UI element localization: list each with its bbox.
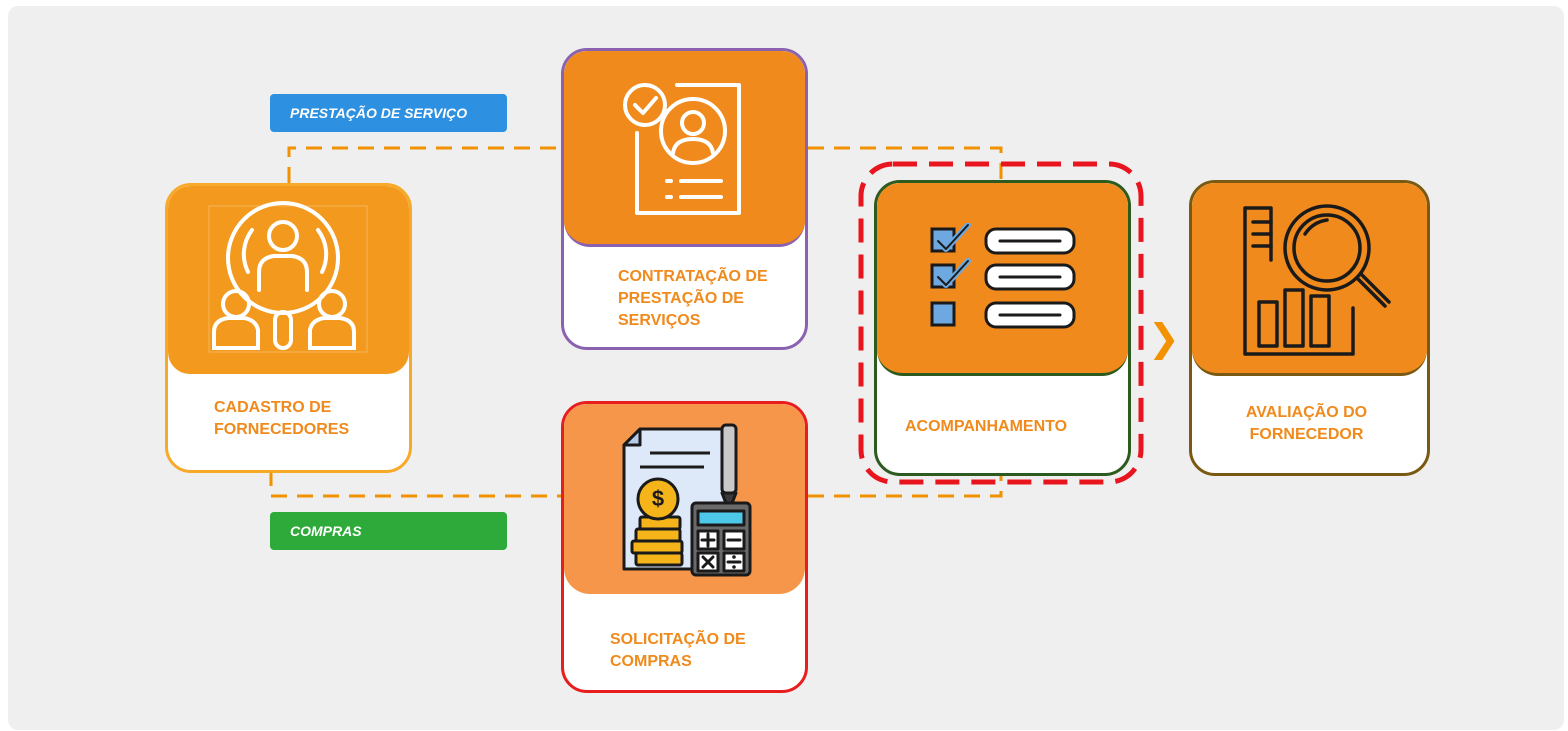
svg-text:$: $: [651, 486, 663, 511]
avaliacao-card[interactable]: AVALIAÇÃO DO FORNECEDOR: [1189, 180, 1430, 476]
acompanhamento-label: ACOMPANHAMENTO: [905, 418, 1068, 435]
purchase-to-acompanhamento-connector: [808, 468, 1003, 498]
service-tag: PRESTAÇÃO DE SERVIÇO: [270, 94, 507, 132]
acompanhamento-highlight-frame: [858, 161, 1144, 485]
chevron-right-icon: ❯: [1148, 316, 1180, 360]
service-to-acompanhamento-connector: [808, 146, 1003, 183]
report-magnifier-icon: [1242, 204, 1391, 356]
checklist-icon: [930, 223, 1075, 329]
cadastro-label: CADASTRO DE FORNECEDORES: [214, 399, 350, 438]
purchase-calculator-icon: $: [622, 423, 751, 577]
contratacao-card[interactable]: CONTRATAÇÃO DE PRESTAÇÃO DE SERVIÇOS: [561, 48, 808, 350]
acompanhamento-card[interactable]: ACOMPANHAMENTO: [874, 180, 1131, 476]
supplier-search-icon: [208, 201, 367, 353]
cadastro-fornecedores-card[interactable]: CADASTRO DE FORNECEDORES: [165, 183, 412, 473]
avaliacao-label: AVALIAÇÃO DO FORNECEDOR: [1245, 404, 1368, 443]
solicitacao-card[interactable]: $ SOLICITAÇÃO DE COMPRAS: [561, 401, 808, 693]
purchases-tag: COMPRAS: [270, 512, 507, 550]
solicitacao-label: SOLICITAÇÃO DE COMPRAS: [610, 631, 746, 670]
contract-icon: [622, 82, 741, 215]
service-path-connector: [287, 146, 565, 183]
contratacao-label: CONTRATAÇÃO DE PRESTAÇÃO DE SERVIÇOS: [618, 268, 768, 329]
purchase-path-connector: [269, 470, 565, 498]
